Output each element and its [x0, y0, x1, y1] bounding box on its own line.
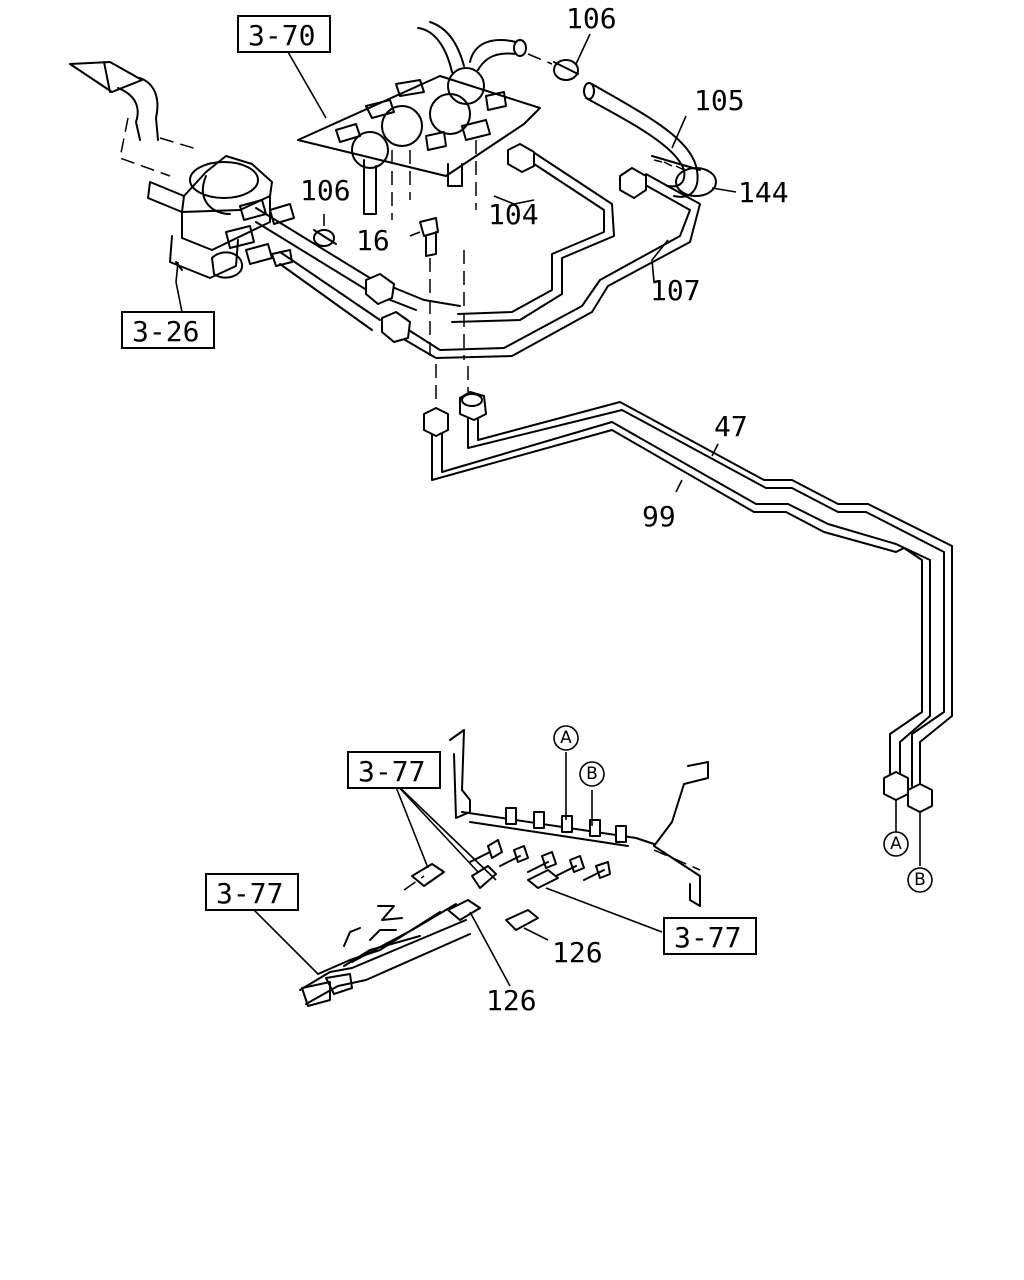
ref-label-3-77-right: 3-77	[674, 921, 741, 954]
nut-a	[883, 771, 909, 801]
leader-lines	[175, 33, 737, 987]
pipe-part-99	[423, 407, 931, 777]
callout-47: 47	[714, 410, 748, 443]
ref-box-3-77-right: 3-77	[663, 917, 757, 955]
ref-box-3-70: 3-70	[237, 15, 331, 53]
svg-text:A: A	[560, 728, 572, 748]
ref-label-3-70: 3-70	[248, 19, 315, 52]
svg-text:B: B	[914, 870, 926, 890]
callout-126-right: 126	[552, 936, 603, 969]
marker-a-bottom: A	[883, 831, 909, 857]
svg-text:B: B	[586, 764, 598, 784]
callout-105: 105	[694, 84, 745, 117]
callout-99: 99	[642, 500, 676, 533]
pipe-part-107	[381, 167, 701, 359]
marker-b-top: B	[579, 761, 605, 787]
callout-106-top: 106	[566, 2, 617, 35]
callout-104: 104	[488, 198, 539, 231]
ref-label-3-77-left: 3-77	[216, 877, 283, 910]
control-valve-assembly	[69, 61, 295, 279]
ref-label-3-77-upper: 3-77	[358, 755, 425, 788]
bolt-part-16	[419, 217, 439, 300]
marker-a-top: A	[553, 725, 579, 751]
nut-b	[907, 783, 933, 813]
ref-label-3-26: 3-26	[132, 315, 199, 348]
pipe-part-47	[459, 391, 953, 787]
callout-16: 16	[356, 224, 390, 257]
callout-126-bottom: 126	[486, 984, 537, 1017]
ref-box-3-77-left: 3-77	[205, 873, 299, 911]
distributor-assembly	[299, 729, 709, 1007]
svg-text:A: A	[890, 834, 902, 854]
pipe-front-left	[255, 207, 461, 331]
rail-fittings	[505, 807, 627, 843]
callout-107: 107	[650, 274, 701, 307]
marker-b-bottom: B	[907, 867, 933, 893]
callout-144: 144	[738, 176, 789, 209]
clamp-part-106-top	[527, 53, 579, 81]
clamp-part-106-left	[313, 229, 337, 247]
valve-block-assembly	[297, 21, 541, 220]
callout-106-left: 106	[300, 174, 351, 207]
clamp-part-144	[651, 155, 717, 197]
ref-box-3-77-upper: 3-77	[347, 751, 441, 789]
ref-box-3-26: 3-26	[121, 311, 215, 349]
pipe-part-104	[451, 143, 615, 323]
